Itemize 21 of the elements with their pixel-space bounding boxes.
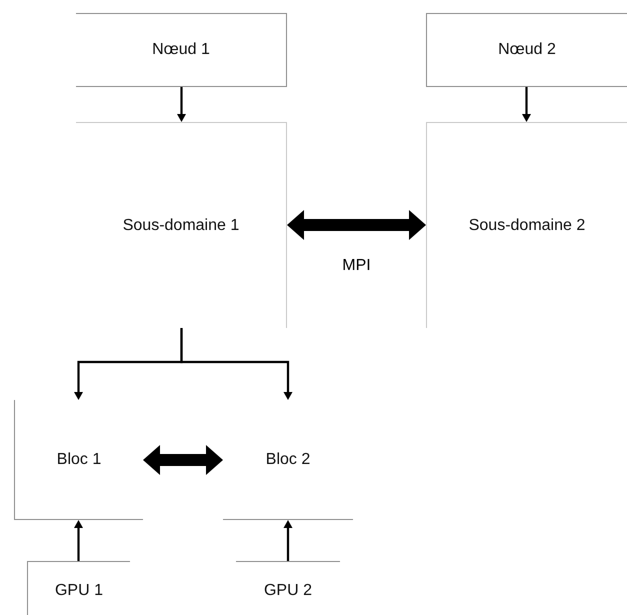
double-arrow bbox=[143, 445, 223, 475]
node-label: Bloc 1 bbox=[56, 450, 102, 468]
arrow bbox=[180, 328, 292, 400]
process-box bbox=[426, 13, 627, 87]
double-arrow bbox=[287, 210, 426, 240]
node-label: Nœud 2 bbox=[498, 41, 556, 59]
process-box bbox=[426, 122, 627, 328]
process-box bbox=[76, 13, 287, 87]
process-box bbox=[76, 122, 287, 328]
arrow bbox=[522, 87, 531, 122]
node-label: GPU 1 bbox=[54, 582, 103, 600]
arrow bbox=[177, 87, 186, 122]
node-label: Sous-domaine 2 bbox=[468, 216, 586, 234]
arrow bbox=[74, 520, 83, 561]
process-box bbox=[27, 561, 130, 615]
node-label: Bloc 2 bbox=[266, 450, 310, 468]
node-label: GPU 2 bbox=[264, 582, 312, 600]
arrow bbox=[284, 520, 292, 561]
node-label: Nœud 1 bbox=[152, 41, 210, 59]
node-label: Sous-domaine 1 bbox=[122, 216, 240, 234]
process-box bbox=[14, 400, 143, 520]
